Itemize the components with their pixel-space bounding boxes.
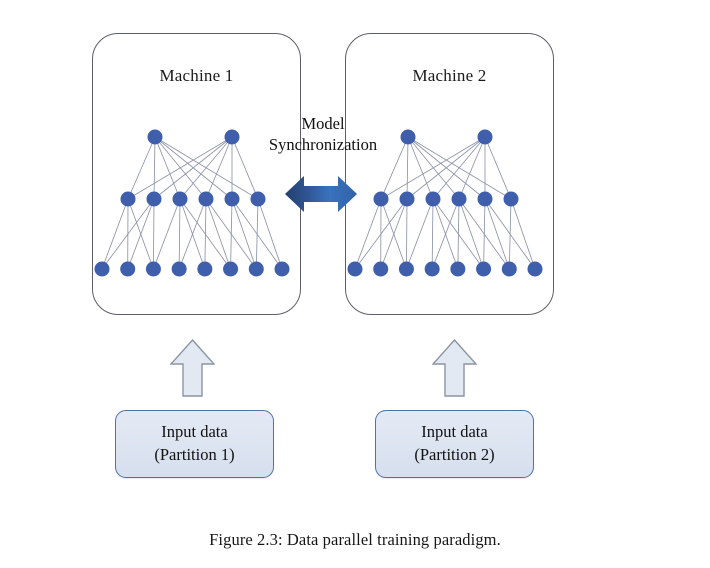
input-data-box-partition-1: Input data (Partition 1) (115, 410, 274, 478)
input-data-box-1-line-2: (Partition 1) (154, 445, 235, 464)
nn-node (477, 191, 493, 207)
nn-node (503, 191, 519, 207)
model-synchronization-label: Model Synchronization (245, 113, 401, 155)
nn-node (425, 191, 441, 207)
input-data-box-2-line-2: (Partition 2) (414, 445, 495, 464)
nn-node (145, 261, 161, 277)
nn-node (398, 261, 414, 277)
nn-node (224, 129, 240, 145)
nn-node (198, 191, 214, 207)
nn-node (147, 129, 163, 145)
nn-node (424, 261, 440, 277)
input-data-box-2-line-1: Input data (421, 422, 488, 442)
nn-node (172, 191, 188, 207)
nn-node (171, 261, 187, 277)
nn-node (197, 261, 213, 277)
nn-node (477, 129, 493, 145)
input-data-box-partition-2: Input data (Partition 2) (375, 410, 534, 478)
nn-node (450, 261, 466, 277)
nn-node (120, 261, 136, 277)
neural-network-machine-2 (347, 129, 543, 277)
nn-node (224, 191, 240, 207)
nn-node (347, 261, 363, 277)
nn-node (476, 261, 492, 277)
nn-node (146, 191, 162, 207)
figure-caption: Figure 2.3: Data parallel training parad… (209, 530, 501, 549)
nn-node (373, 191, 389, 207)
nn-node (120, 191, 136, 207)
nn-node (223, 261, 239, 277)
up-arrow-icon-1 (170, 339, 215, 397)
nn-node (94, 261, 110, 277)
nn-node (451, 191, 467, 207)
input-data-box-1-line-1: Input data (161, 422, 228, 442)
machine-2-title: Machine 2 (412, 66, 487, 85)
sync-label-line-1: Model (301, 114, 345, 133)
nn-node (373, 261, 389, 277)
nn-node (399, 191, 415, 207)
nn-node (274, 261, 290, 277)
nn-node (250, 191, 266, 207)
up-arrow-icon-2 (432, 339, 477, 397)
machine-1-title: Machine 1 (159, 66, 234, 85)
nn-node (501, 261, 517, 277)
sync-label-line-2: Synchronization (268, 135, 378, 155)
model-sync-bidirectional-arrow-icon (285, 176, 357, 212)
nn-node (400, 129, 416, 145)
nn-node (248, 261, 264, 277)
nn-node (527, 261, 543, 277)
neural-network-machine-1 (94, 129, 290, 277)
